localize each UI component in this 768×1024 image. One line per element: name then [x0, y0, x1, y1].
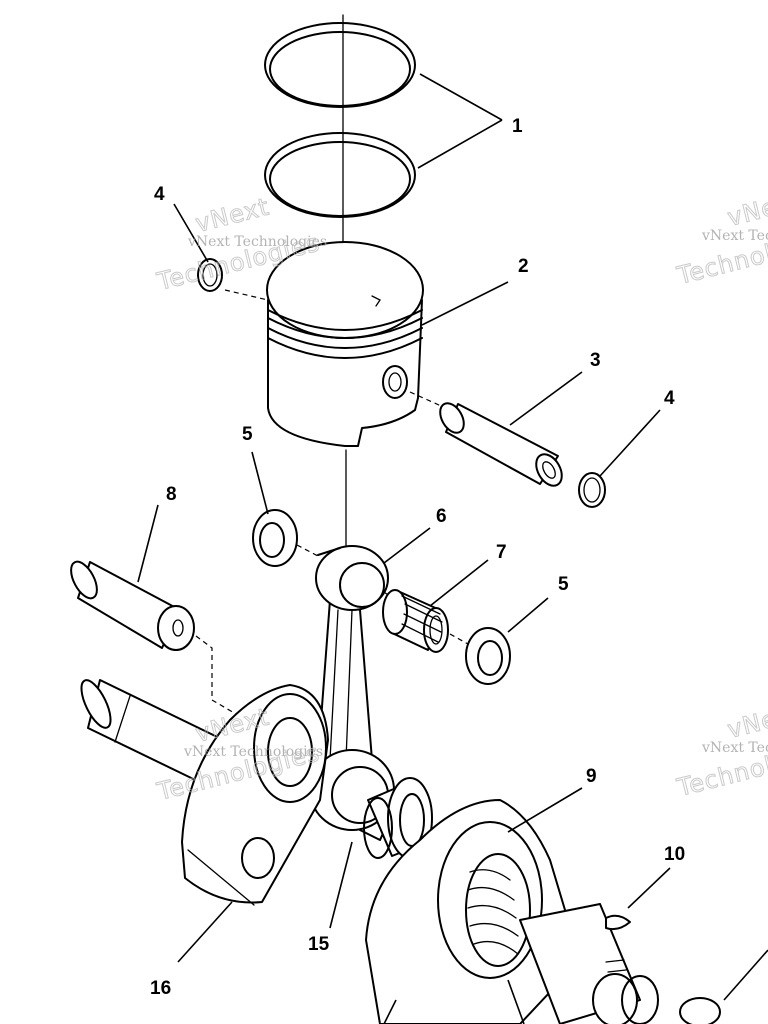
- callout-9: 9: [586, 766, 597, 787]
- callout-5-upper: 5: [242, 424, 253, 445]
- svg-text:vNext Technologies: vNext Technologies: [701, 740, 768, 756]
- needle-bearing-small-end: [382, 589, 449, 653]
- svg-text:vNext Technologies: vNext Technologies: [701, 228, 768, 244]
- watermark-top-right: vNext vNext Technologies Technologies: [673, 186, 768, 291]
- callout-6: 6: [436, 506, 447, 527]
- callout-16: 16: [150, 978, 171, 999]
- pin-axis-left: [224, 289, 269, 301]
- callout-8: 8: [166, 484, 177, 505]
- callout-4-right: 4: [664, 388, 675, 409]
- piston: [266, 241, 424, 447]
- svg-text:vNext Technologies: vNext Technologies: [183, 744, 323, 760]
- callout-15: 15: [308, 934, 330, 955]
- woodruff-key: [605, 914, 631, 931]
- callout-numbers: 1 2 3 4 4 5 5 6 7 8 9 10 15 16: [150, 116, 685, 999]
- piston-ring-top: [264, 22, 416, 108]
- bearing-axis: [449, 633, 469, 645]
- thrust-washer-lower: [465, 627, 511, 685]
- washer-axis: [296, 544, 319, 557]
- crankshaft-right: [365, 799, 721, 1024]
- svg-text:vNext: vNext: [725, 698, 768, 743]
- piston-ring-second: [264, 132, 416, 218]
- wrist-pin: [439, 402, 563, 487]
- svg-text:vNext Technologies: vNext Technologies: [187, 234, 327, 250]
- callout-2: 2: [518, 256, 529, 277]
- watermark-middle-right: vNext vNext Technologies Technologies: [673, 698, 768, 803]
- svg-text:vNext: vNext: [725, 186, 768, 231]
- callout-4-left: 4: [154, 184, 165, 205]
- thrust-washer-upper: [252, 509, 298, 567]
- crank-pin-axis: [195, 635, 237, 715]
- svg-text:vNext: vNext: [193, 192, 273, 237]
- crankshaft-left: [80, 679, 329, 906]
- callout-3: 3: [590, 350, 601, 371]
- callout-7: 7: [496, 542, 507, 563]
- callout-10: 10: [664, 844, 685, 865]
- leader-lines: [137, 73, 768, 1024]
- crank-pin: [70, 560, 195, 651]
- callout-1: 1: [512, 116, 523, 137]
- callout-5-lower: 5: [558, 574, 569, 595]
- circlip-left: [197, 258, 223, 292]
- circlip-right: [578, 472, 606, 508]
